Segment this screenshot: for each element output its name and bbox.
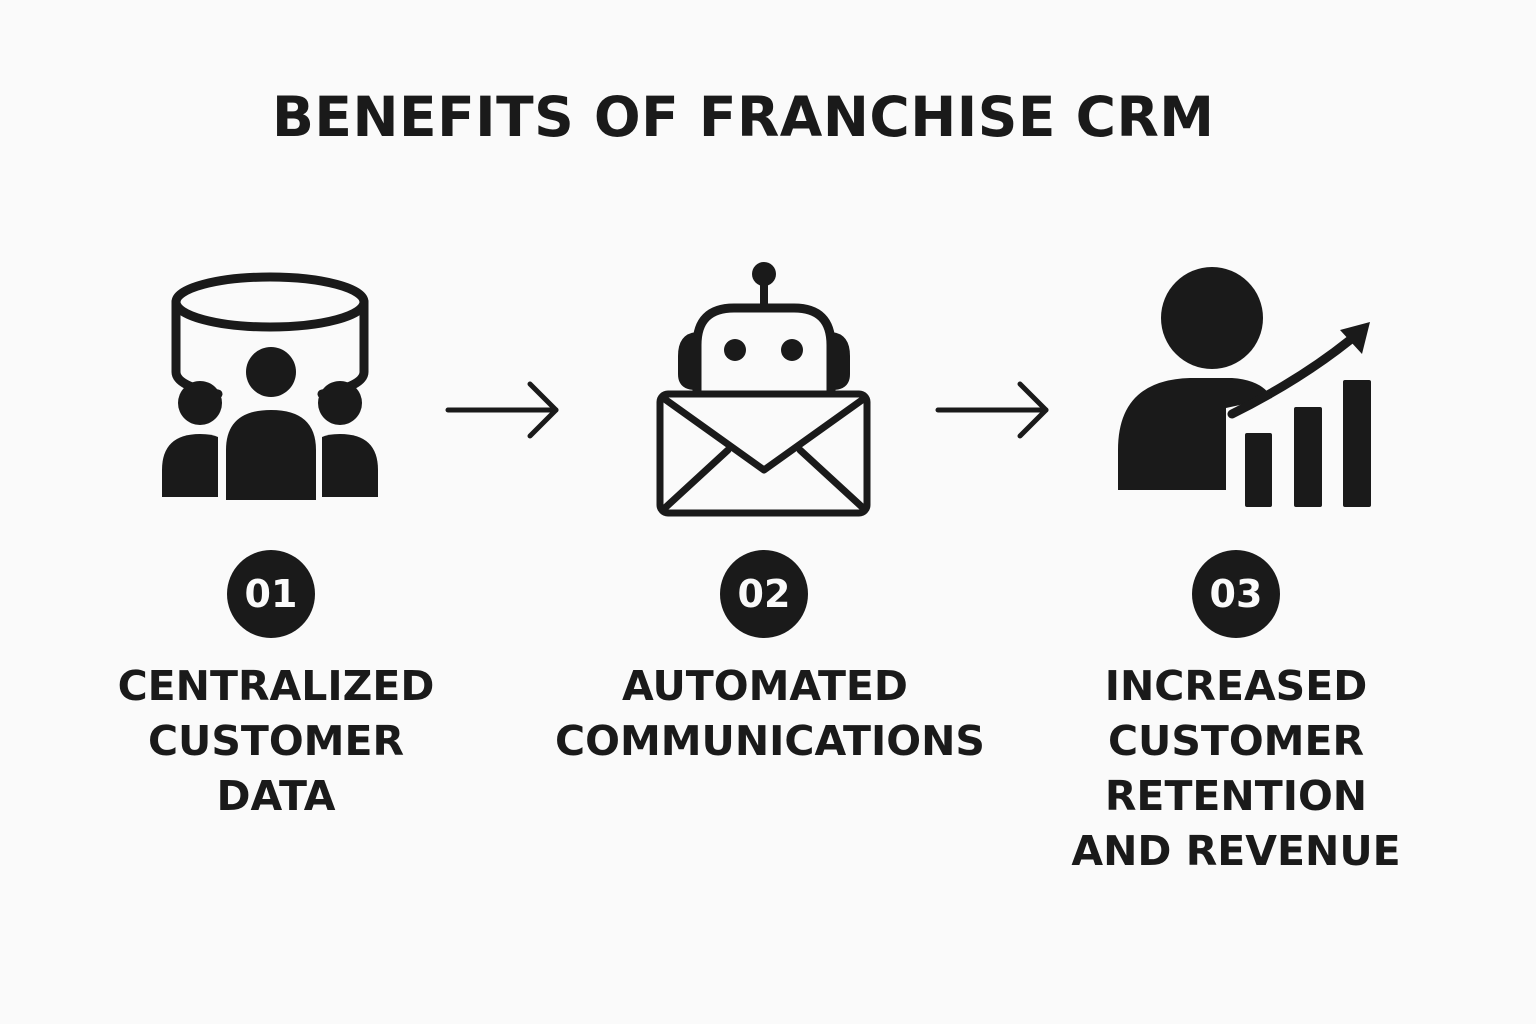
step-label: INCREASED CUSTOMER RETENTION AND REVENUE [1026,659,1446,879]
robot-envelope-icon [656,262,871,517]
step-label-line: DATA [216,772,336,820]
step-label-line: COMMUNICATIONS [555,717,985,765]
step-label-line: RETENTION [1104,772,1368,820]
step-label: AUTOMATED COMMUNICATIONS [555,659,985,769]
step-label-line: AUTOMATED [622,662,908,710]
step-number-badge: 02 [720,550,808,638]
step-label-line: INCREASED [1104,662,1368,710]
step-label-line: CENTRALIZED [117,662,435,710]
step-label-line: CUSTOMER [147,717,405,765]
step-label-line: AND REVENUE [1071,827,1401,875]
page-title: BENEFITS OF FRANCHISE CRM [272,85,1215,149]
arrow-right-icon [445,381,559,439]
person-growth-chart-icon [1118,267,1371,507]
step-number-badge: 03 [1192,550,1280,638]
step-label-line: CUSTOMER [1107,717,1365,765]
step-number-badge: 01 [227,550,315,638]
arrow-right-icon [935,381,1049,439]
step-label: CENTRALIZED CUSTOMER DATA [66,659,486,824]
customer-database-icon [162,272,378,500]
